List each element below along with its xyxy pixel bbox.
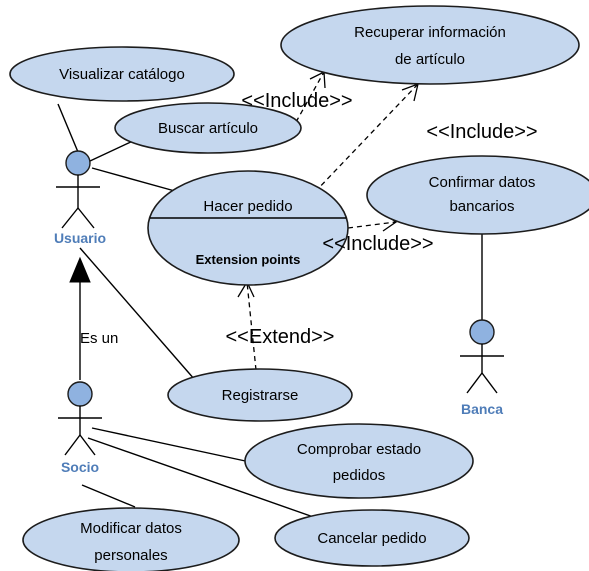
usecase-recuperar-label-1: Recuperar información xyxy=(354,24,506,41)
usecase-recuperar-label-2: de artículo xyxy=(395,51,465,68)
usecase-modificar-label-1: Modificar datos xyxy=(80,520,182,537)
actor-banca: Banca xyxy=(460,319,504,417)
extension-points-label: Extension points xyxy=(196,252,301,267)
assoc-usuario-registrarse xyxy=(79,247,196,381)
usecase-comprobar-label-2: pedidos xyxy=(333,467,386,484)
usecase-modificar-datos: Modificar datos personales xyxy=(22,507,240,571)
usecase-confirmar-label-2: bancarios xyxy=(449,198,514,215)
actor-usuario-head xyxy=(65,150,91,176)
usecase-visualizar-label: Visualizar catálogo xyxy=(59,66,185,83)
usecase-registrarse: Registrarse xyxy=(167,368,353,422)
usecase-buscar-articulo: Buscar artículo xyxy=(114,102,302,154)
include-hacer-recuperar xyxy=(314,83,419,193)
usecase-confirmar-datos: Confirmar datos bancarios xyxy=(366,155,589,235)
usecase-hacer-pedido-label: Hacer pedido xyxy=(203,198,292,215)
usecase-buscar-label: Buscar artículo xyxy=(158,120,258,137)
actor-socio: Socio xyxy=(58,381,102,475)
generalization-arrowhead xyxy=(69,256,91,283)
extend-registrarse-hacer xyxy=(246,281,257,371)
include-label-confirmar: <<Include>> xyxy=(322,233,433,255)
usecase-confirmar-label-1: Confirmar datos xyxy=(429,174,536,191)
usecase-comprobar-estado: Comprobar estado pedidos xyxy=(244,423,474,499)
usecase-cancelar-label: Cancelar pedido xyxy=(317,530,426,547)
usecase-registrarse-label: Registrarse xyxy=(222,387,299,404)
assoc-usuario-buscar xyxy=(89,139,136,162)
usecase-cancelar-pedido: Cancelar pedido xyxy=(274,509,470,567)
usecase-modificar-label-2: personales xyxy=(94,547,167,564)
actor-banca-label: Banca xyxy=(461,401,503,417)
actor-banca-head xyxy=(469,319,495,345)
usecase-hacer-pedido: Hacer pedido Extension points xyxy=(147,170,349,286)
include-label-buscar: <<Include>> xyxy=(241,90,352,112)
actor-usuario: Usuario xyxy=(54,150,106,246)
assoc-socio-cancelar xyxy=(87,437,323,521)
actor-usuario-label: Usuario xyxy=(54,230,106,246)
usecase-visualizar-catalogo: Visualizar catálogo xyxy=(9,46,235,102)
assoc-socio-modificar xyxy=(81,484,136,508)
usecase-recuperar-informacion: Recuperar información de artículo xyxy=(280,5,580,85)
assoc-socio-comprobar xyxy=(91,427,251,463)
include-buscar-recuperar xyxy=(295,71,325,123)
assoc-usuario-hacer-pedido xyxy=(91,167,183,194)
extend-label: <<Extend>> xyxy=(226,326,335,348)
actor-socio-label: Socio xyxy=(61,459,99,475)
actor-socio-head xyxy=(67,381,93,407)
usecase-comprobar-label-1: Comprobar estado xyxy=(297,441,421,458)
include-label-hacer-recuperar: <<Include>> xyxy=(426,121,537,143)
assoc-usuario-visualizar xyxy=(57,103,79,153)
include-hacer-confirmar xyxy=(347,221,397,229)
generalization-label: Es un xyxy=(80,330,118,347)
